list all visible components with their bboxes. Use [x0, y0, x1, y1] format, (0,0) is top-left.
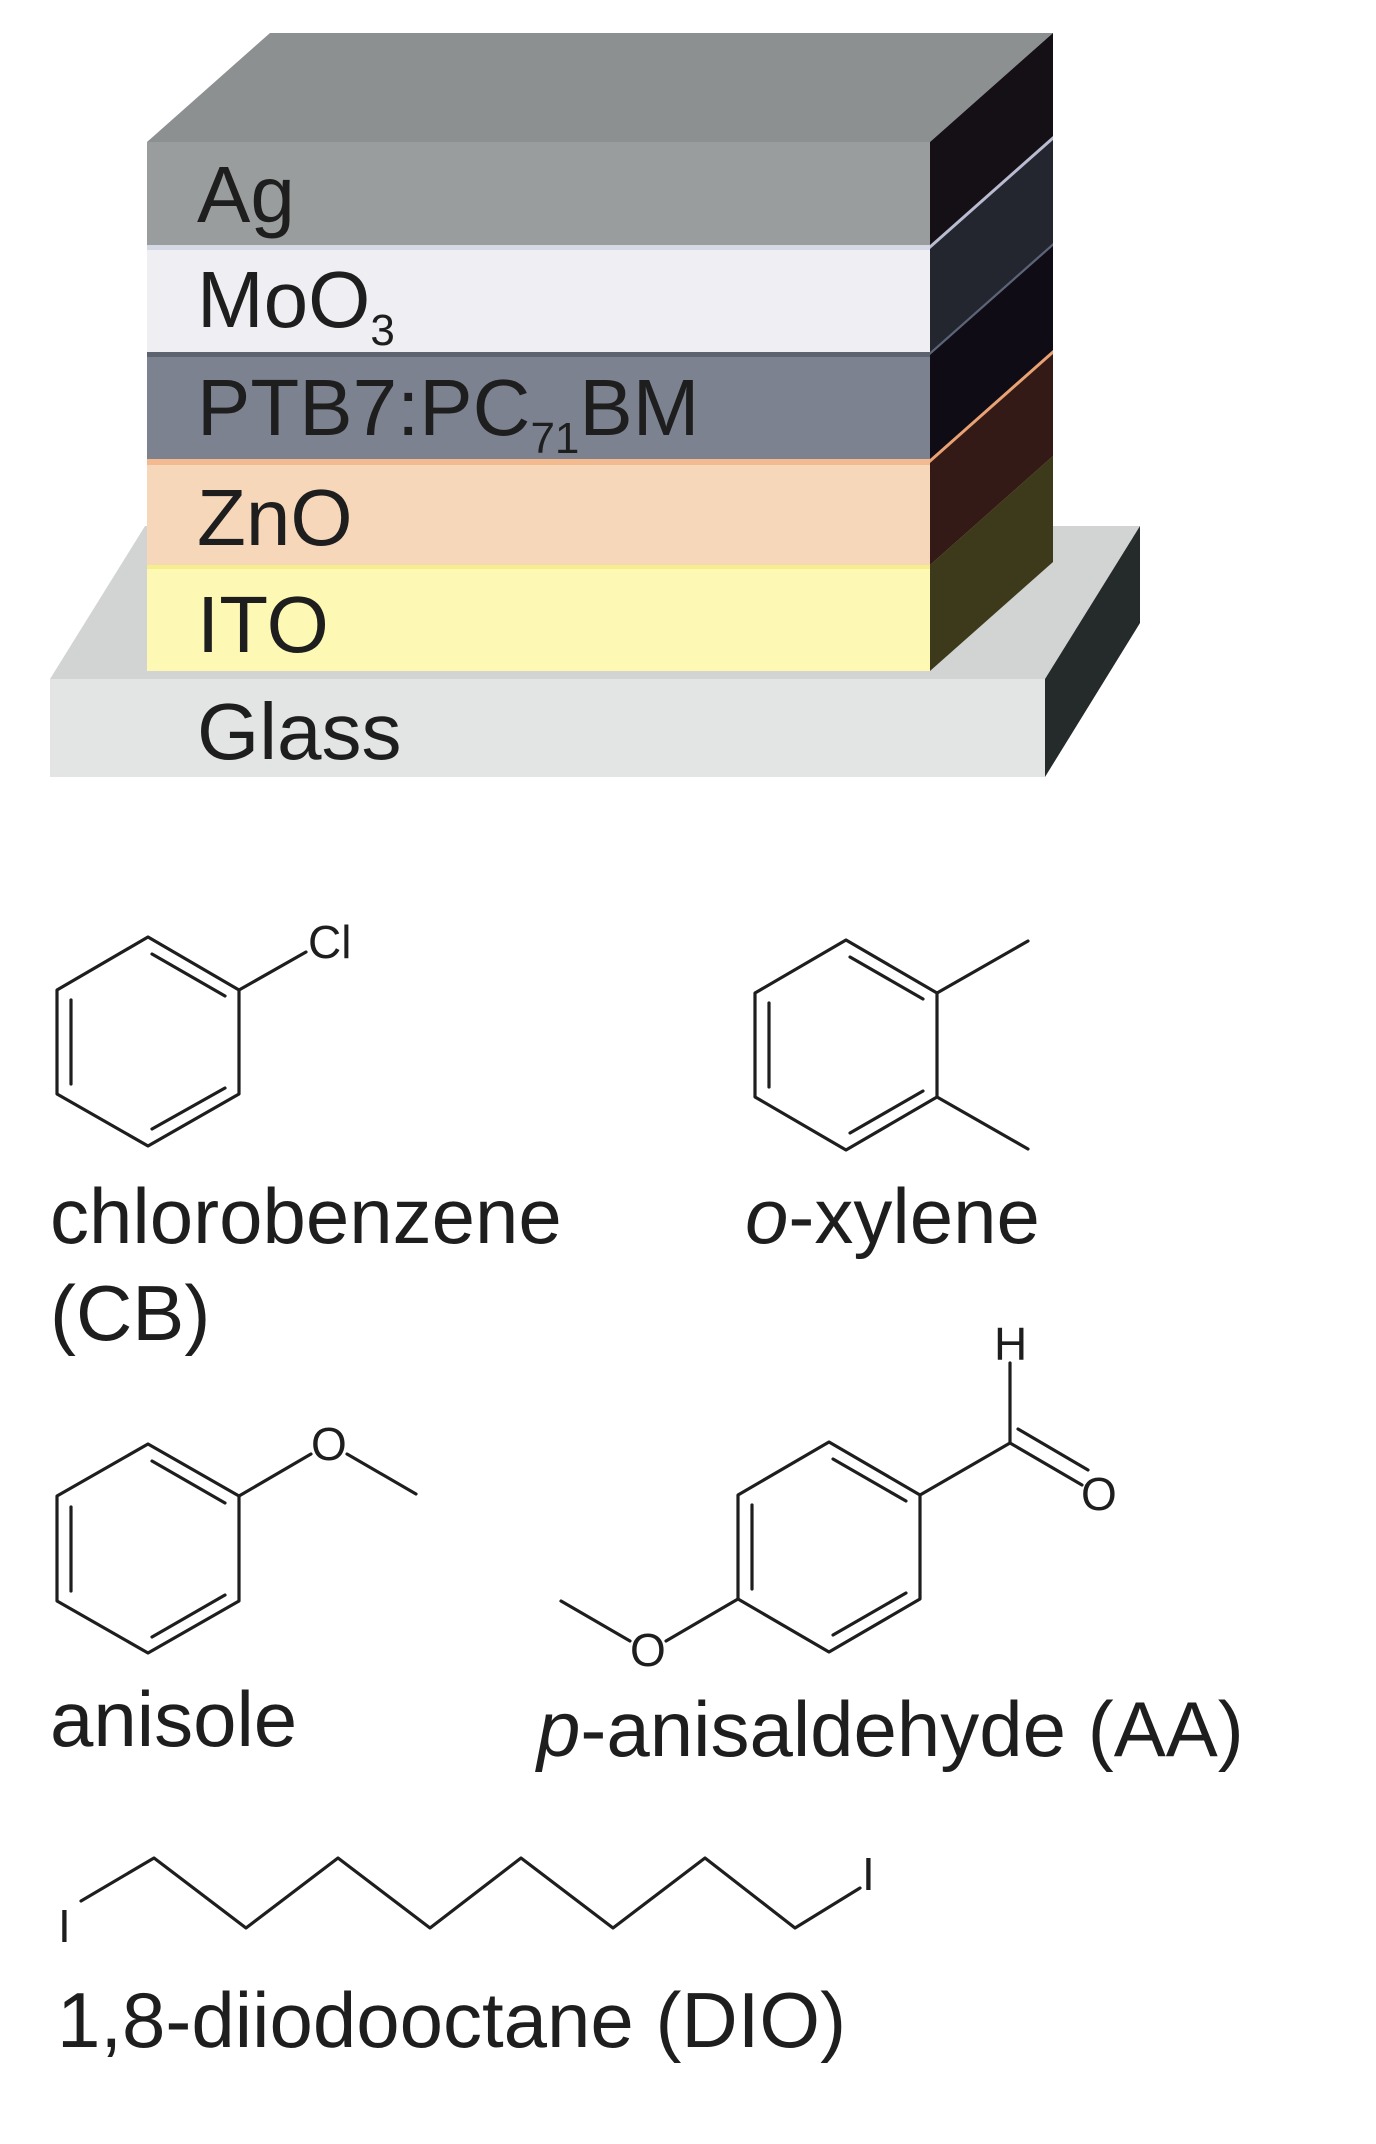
- ag-front-face: [147, 142, 930, 245]
- ito-side-lower: [930, 456, 1053, 671]
- layer-moo3: MoO3: [147, 134, 1053, 355]
- anisole-o-atom: O: [311, 1418, 347, 1470]
- zno-top-edge: [147, 459, 930, 465]
- p-anisaldehyde-inner-bond-1: [831, 1457, 908, 1503]
- layer-ag: Ag: [147, 33, 1053, 245]
- device-stack: Glass ITO ZnO PTB7:PC71BM: [50, 33, 1140, 777]
- glass-label: Glass: [197, 687, 402, 776]
- p-anisaldehyde-inner-bond-2: [831, 1591, 908, 1637]
- anisole-structure: [55, 1442, 418, 1655]
- chlorobenzene-cl-atom: Cl: [308, 916, 351, 968]
- p-anisaldehyde-prefix: p: [535, 1685, 580, 1773]
- ito-front-face: [147, 565, 930, 671]
- moo3-side-face: [930, 136, 1053, 352]
- glass-side-face: [1045, 526, 1140, 777]
- glass-front-face: [50, 679, 1045, 777]
- p-anisaldehyde-ether-o-atom: O: [630, 1624, 666, 1676]
- ptb7-top-edge: [147, 352, 930, 357]
- anisole-ring: [55, 1442, 241, 1655]
- p-anisaldehyde-suffix: -anisaldehyde (AA): [580, 1685, 1243, 1773]
- chlorobenzene-inner-bond-1: [150, 952, 227, 998]
- diiodooctane-chain: [79, 1856, 862, 1930]
- diiodooctane-name: 1,8-diiodooctane (DIO): [57, 1976, 846, 2064]
- moo3-label-sub: 3: [370, 306, 394, 355]
- molecule-anisole: O anisole: [50, 1418, 418, 1763]
- layer-ptb7: PTB7:PC71BM: [147, 241, 1053, 463]
- chlorobenzene-c-cl-bond: [237, 950, 308, 992]
- molecule-chlorobenzene: Cl chlorobenzene (CB): [50, 916, 562, 1357]
- ag-top-face: [147, 33, 1053, 142]
- o-xylene-methyl-2: [935, 1095, 1030, 1151]
- chlorobenzene-structure: [55, 935, 308, 1148]
- o-xylene-inner-bond-1: [848, 955, 925, 1001]
- p-anisaldehyde-structure: [559, 1361, 1090, 1654]
- o-xylene-suffix: -xylene: [788, 1172, 1039, 1260]
- o-xylene-structure: [753, 938, 1030, 1152]
- zno-side-face: [930, 350, 1053, 565]
- diiodooctane-left-i-atom: I: [58, 1900, 71, 1952]
- p-anisaldehyde-name: p-anisaldehyde (AA): [535, 1685, 1244, 1773]
- p-anisaldehyde-ring: [736, 1440, 922, 1654]
- o-xylene-prefix: o: [745, 1172, 788, 1260]
- ag-label: Ag: [197, 150, 295, 239]
- zno-label: ZnO: [197, 473, 353, 562]
- diiodooctane-right-i-atom: I: [862, 1848, 875, 1900]
- ag-side-face: [930, 33, 1053, 245]
- p-anisaldehyde-ring-to-o: [664, 1597, 740, 1643]
- moo3-top-edge: [147, 245, 930, 250]
- moo3-label: MoO3: [197, 255, 395, 355]
- anisole-inner-bond-1: [150, 1459, 227, 1505]
- moo3-label-main: MoO: [197, 255, 370, 344]
- ptb7-label: PTB7:PC71BM: [197, 363, 699, 463]
- ptb7-front-face: [147, 352, 930, 459]
- anisole-inner-bond-2: [150, 1593, 227, 1639]
- molecule-diiodooctane: I I 1,8-diiodooctane (DIO): [57, 1848, 875, 2064]
- ptb7-label-suffix: BM: [579, 363, 699, 452]
- anisole-name: anisole: [50, 1675, 297, 1763]
- chlorobenzene-abbr: (CB): [50, 1269, 210, 1357]
- ptb7-label-main: PTB7:PC: [197, 363, 530, 452]
- p-anisaldehyde-h-atom: H: [994, 1318, 1027, 1370]
- chlorobenzene-ring: [55, 935, 241, 1148]
- ptb7-label-sub: 71: [530, 414, 579, 463]
- p-anisaldehyde-carbonyl-o-atom: O: [1081, 1468, 1117, 1520]
- molecule-o-xylene: o-xylene: [745, 938, 1040, 1260]
- chlorobenzene-name: chlorobenzene: [50, 1172, 562, 1260]
- ptb7-side-face: [930, 243, 1053, 459]
- p-anisaldehyde-ring-to-cho: [918, 1441, 1012, 1497]
- ito-top-edge: [147, 565, 930, 569]
- p-anisaldehyde-c-o-double-2: [1016, 1427, 1090, 1472]
- molecule-p-anisaldehyde: H O O p-anisaldehyde (AA): [535, 1318, 1244, 1773]
- anisole-o-ch3-bond: [345, 1452, 418, 1496]
- p-anisaldehyde-c-o-double-1: [1008, 1441, 1084, 1487]
- o-xylene-methyl-1: [935, 939, 1030, 995]
- moo3-front-face: [147, 245, 930, 352]
- p-anisaldehyde-o-ch3: [559, 1599, 632, 1643]
- chlorobenzene-inner-bond-2: [150, 1086, 227, 1131]
- o-xylene-name: o-xylene: [745, 1172, 1040, 1260]
- o-xylene-ring: [753, 938, 939, 1152]
- ito-label: ITO: [197, 580, 329, 669]
- zno-front-face: [147, 459, 930, 565]
- o-xylene-inner-bond-2: [848, 1089, 925, 1135]
- anisole-c-o-bond: [237, 1452, 313, 1498]
